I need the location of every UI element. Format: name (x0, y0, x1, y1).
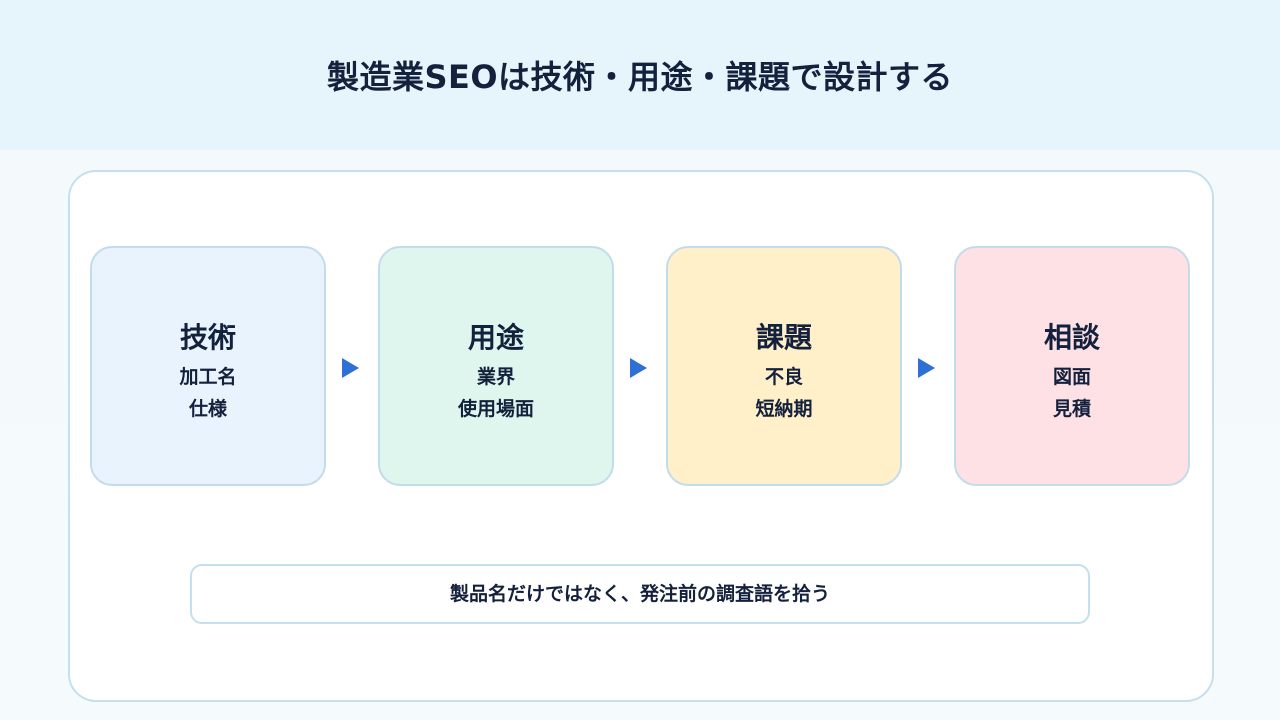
step-issue: 課題 不良 短納期 (666, 246, 902, 486)
summary-note: 製品名だけではなく、発注前の調査語を拾う (190, 564, 1090, 624)
step-usage: 用途 業界 使用場面 (378, 246, 614, 486)
arrow-right-icon (342, 358, 359, 378)
arrow-right-icon (918, 358, 935, 378)
step-line: 図面 (1052, 366, 1091, 388)
step-line: 見積 (1052, 398, 1091, 420)
step-title: 課題 (755, 321, 812, 354)
step-title: 技術 (179, 321, 236, 354)
step-technology: 技術 加工名 仕様 (90, 246, 326, 486)
step-consultation: 相談 図面 見積 (954, 246, 1190, 486)
step-line: 短納期 (755, 398, 813, 420)
step-line: 不良 (764, 366, 803, 388)
page-title: 製造業SEOは技術・用途・課題で設計する (326, 58, 954, 96)
step-line: 仕様 (188, 398, 227, 420)
step-line: 使用場面 (457, 398, 534, 420)
arrow-right-icon (630, 358, 647, 378)
step-line: 業界 (476, 366, 515, 388)
step-title: 相談 (1043, 321, 1100, 354)
step-line: 加工名 (179, 366, 237, 388)
header-band (0, 0, 1280, 150)
step-title: 用途 (467, 321, 524, 354)
